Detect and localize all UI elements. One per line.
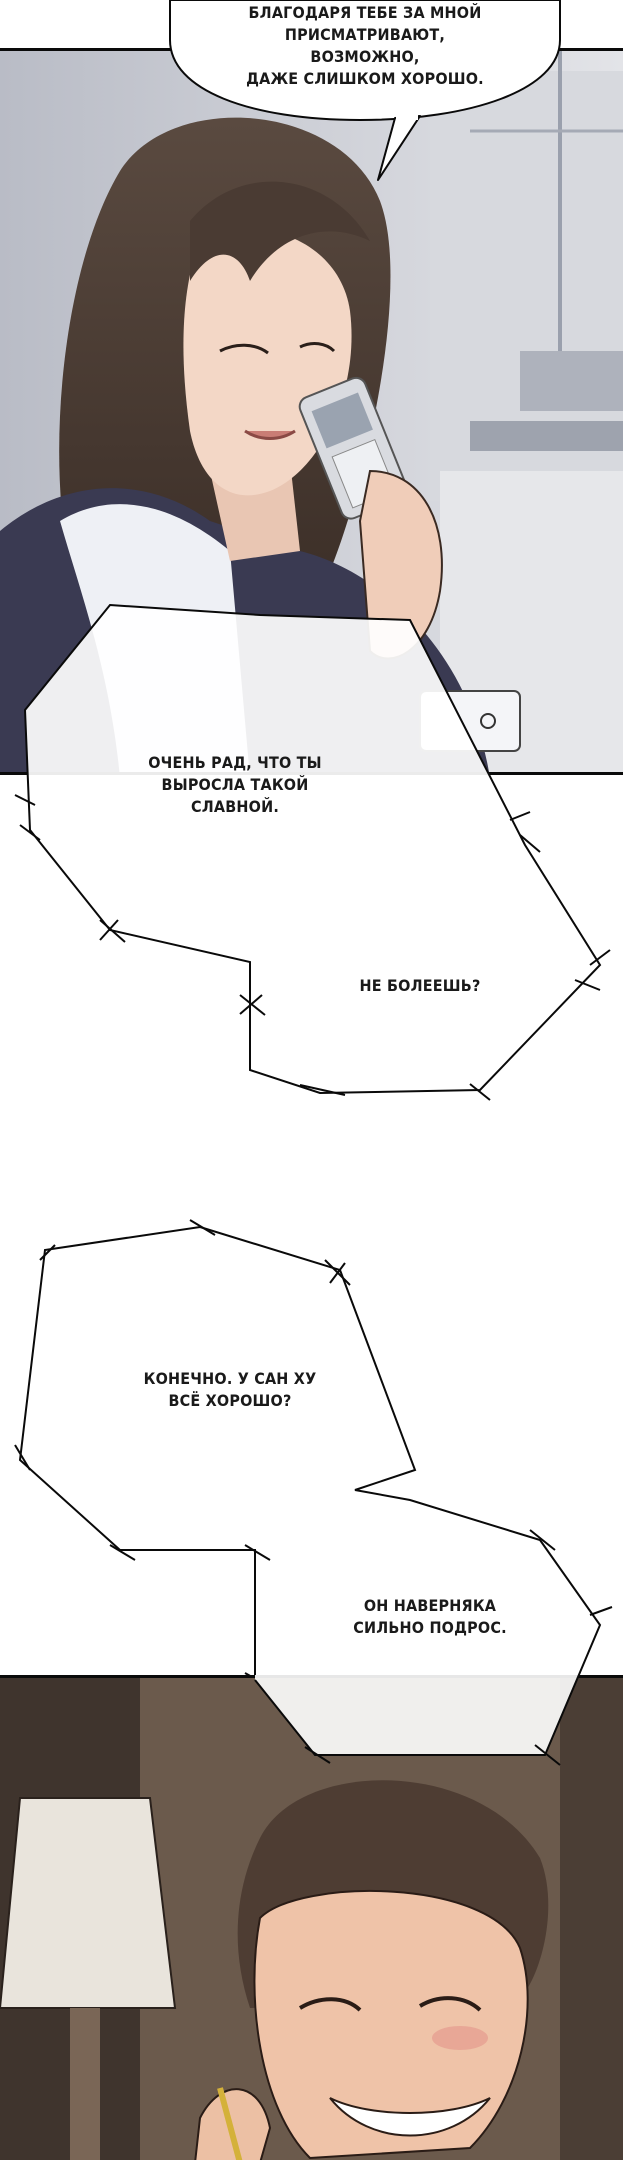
man-illustration — [0, 1678, 623, 2160]
panel-man-on-phone — [0, 1675, 623, 2160]
speech-text-4: КОНЕЧНО. У САН ХУ ВСЁ ХОРОШО? — [143, 1369, 317, 1410]
speech-text-1: БЛАГОДАРЯ ТЕБЕ ЗА МНОЙ ПРИСМАТРИВАЮТ, ВО… — [246, 3, 484, 88]
panel-woman-on-phone — [0, 48, 623, 775]
speech-text-5: ОН НАВЕРНЯКА СИЛЬНО ПОДРОС. — [353, 1596, 507, 1637]
speech-text-3: НЕ БОЛЕЕШЬ? — [359, 976, 481, 995]
speech-text-2: ОЧЕНЬ РАД, ЧТО ТЫ ВЫРОСЛА ТАКОЙ СЛАВНОЙ. — [148, 753, 322, 816]
woman-illustration — [0, 51, 623, 772]
